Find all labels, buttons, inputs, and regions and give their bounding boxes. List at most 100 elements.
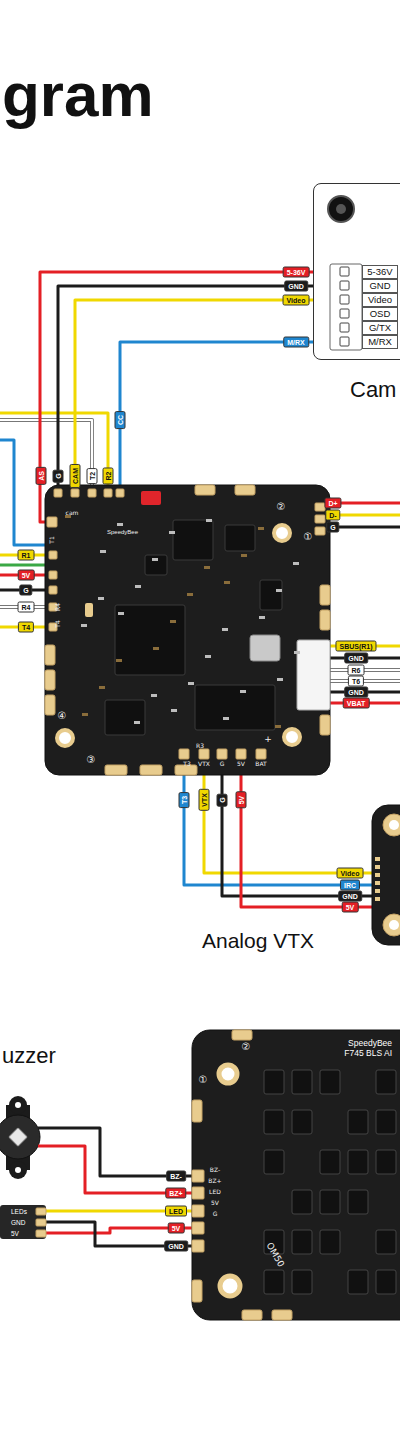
pin-name: 5-36V (362, 265, 398, 279)
buzzer-art (0, 1096, 46, 1179)
wire-tag: G (326, 522, 339, 533)
mosfet (376, 1110, 396, 1134)
board-brand: SpeedyBee F745 BLS AI (330, 1038, 392, 1058)
wire-tag: R1 (18, 550, 35, 561)
buzzer-hole (15, 1102, 21, 1108)
mosfet (292, 1110, 312, 1134)
esc-board-art (192, 1030, 400, 1320)
smd-part (187, 593, 193, 596)
smd-part (277, 678, 283, 681)
smd-part (82, 713, 88, 716)
buzzer-lead (38, 1145, 46, 1148)
silk-label: T4 (55, 620, 61, 627)
camera-module-art (328, 196, 362, 350)
analog-vtx: Analog VTX (372, 805, 400, 945)
logo-mark (141, 491, 161, 505)
wire-tag: GND (344, 687, 368, 698)
silk-label: LED (209, 1189, 221, 1195)
buzzer-body (9, 1096, 27, 1114)
part-heading: Analog VTX (202, 929, 314, 953)
smd-part (116, 659, 122, 662)
solder-pad (192, 1240, 204, 1252)
wire-tag: Video (283, 295, 310, 306)
esc-board-shape (192, 1030, 400, 1320)
wire-tag: 5V (342, 902, 359, 913)
solder-tab (45, 645, 55, 665)
mosfet (376, 1070, 396, 1094)
silk-label: T1 (49, 536, 55, 543)
silk-label: G (213, 1211, 218, 1217)
mounting-hole (219, 1065, 237, 1083)
smd-part (153, 647, 159, 650)
solder-pad (71, 489, 79, 497)
mosfet (264, 1110, 284, 1134)
wire-tag: LED (165, 1206, 187, 1217)
mounting-hole (383, 914, 400, 936)
solder-tab (320, 585, 330, 605)
connector-pin (340, 323, 349, 332)
wire-tag: G (217, 793, 228, 806)
solder-pad (54, 489, 62, 497)
mounting-hole (220, 1276, 240, 1296)
smd-part (170, 620, 176, 623)
solder-pad (199, 749, 209, 759)
led-strip (0, 1205, 46, 1239)
silk-label: ③ (87, 755, 96, 765)
solder-tab (192, 1100, 202, 1122)
solder-tab (192, 1280, 202, 1302)
mosfet (348, 1150, 368, 1174)
silk-label: R4 (55, 603, 61, 611)
smd-part (223, 717, 229, 720)
smd-part (206, 519, 212, 522)
smd-part (151, 694, 157, 697)
solder-pad (179, 749, 189, 759)
wire-tag: G (19, 585, 32, 596)
microphone (85, 603, 93, 617)
wire-tag: VTX (199, 789, 210, 811)
wire-tag: BZ+ (165, 1188, 186, 1199)
smd-part (117, 523, 123, 526)
silk-label: ① (304, 532, 313, 542)
connector-pin (340, 295, 349, 304)
wire-tag: Video (337, 868, 364, 879)
led-pin (36, 1230, 46, 1237)
esc-board (192, 1030, 400, 1320)
mounting-hole (274, 525, 290, 541)
led-strip: LEDsGND5V (0, 1205, 46, 1239)
part-heading: uzzer (2, 1043, 56, 1068)
silk-label: BZ- (210, 1167, 220, 1173)
chip (173, 520, 213, 560)
buzzer-hole (15, 1167, 21, 1173)
silk-label: 5V (211, 1200, 219, 1206)
solder-pad (375, 881, 380, 885)
silk-label: BAT (255, 761, 266, 767)
wire-tag: R6 (348, 665, 365, 676)
wire-tag: M/RX (283, 337, 309, 348)
solder-tab (45, 695, 55, 715)
chip (115, 605, 185, 675)
wire-connector (184, 775, 372, 885)
analog-vtx-art (372, 805, 400, 945)
lens (336, 204, 346, 214)
connector-plug (330, 264, 362, 350)
page-title: gram (2, 64, 154, 126)
smd-part (241, 554, 247, 557)
wire-tag: G (53, 469, 64, 482)
connector-pin (340, 267, 349, 276)
smd-part (169, 531, 175, 534)
smd-part (293, 562, 299, 565)
camera-module: 5-36VGNDVideoOSDG/TXM/RXCam (313, 183, 400, 360)
led-pin (36, 1219, 46, 1226)
wire-tag: GND (344, 653, 368, 664)
wire-tag: CC (115, 411, 126, 429)
mounting-hole (389, 820, 399, 830)
wire-connector (46, 1128, 192, 1176)
flight-controller-shape (45, 485, 330, 775)
wire-tag: 5-36V (283, 267, 310, 278)
mosfet (348, 1270, 368, 1294)
smd-part (98, 597, 104, 600)
mosfet (348, 1190, 368, 1214)
smd-part (118, 612, 124, 615)
buzzer: uzzer (0, 1095, 46, 1180)
